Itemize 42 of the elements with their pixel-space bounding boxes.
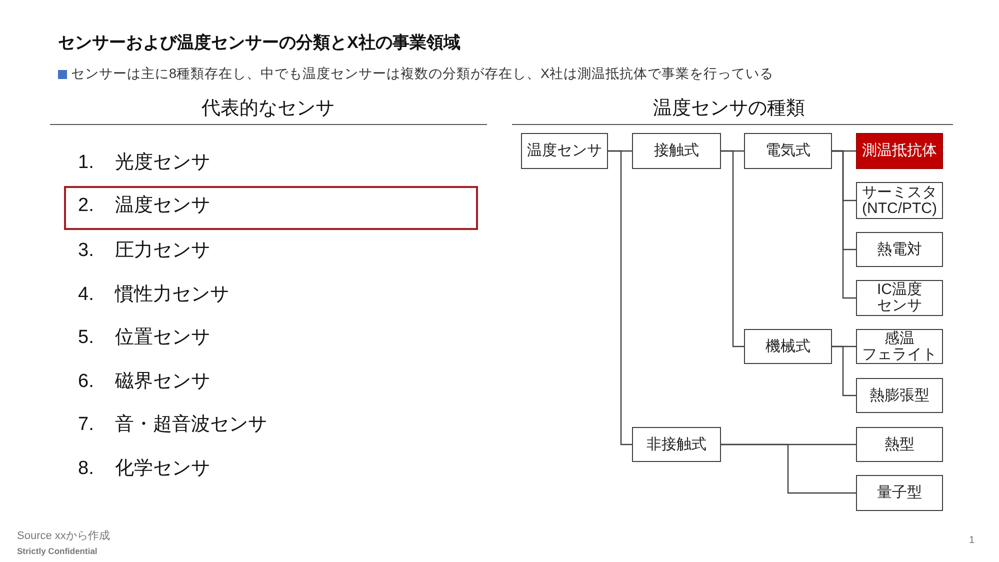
connector-line bbox=[832, 150, 856, 299]
category-box: 感温フェライト bbox=[856, 329, 943, 364]
list-number: 4. bbox=[78, 283, 94, 307]
category-box: 接触式 bbox=[632, 133, 721, 169]
summary-text: センサーは主に8種類存在し、中でも温度センサーは複数の分類が存在し、X社は測温抵抗体で事業を行っている bbox=[71, 65, 774, 82]
category-box: 量子型 bbox=[856, 475, 943, 511]
connector-line bbox=[832, 346, 856, 396]
list-item-text: 慣性力センサ bbox=[115, 283, 229, 307]
list-number: 8. bbox=[78, 457, 94, 481]
source-note: Source xxから作成 bbox=[17, 529, 110, 543]
list-number: 7. bbox=[78, 413, 94, 437]
category-box: 熱膨張型 bbox=[856, 378, 943, 413]
connector-line bbox=[721, 444, 856, 494]
category-box: 非接触式 bbox=[632, 427, 721, 462]
category-box: 電気式 bbox=[744, 133, 832, 169]
section-heading: 温度センサの種類 bbox=[653, 97, 805, 121]
list-number: 1. bbox=[78, 151, 94, 175]
list-item-text: 位置センサ bbox=[115, 326, 210, 350]
list-number: 5. bbox=[78, 326, 94, 350]
list-item-text: 温度センサ bbox=[115, 194, 210, 218]
connector-line bbox=[608, 150, 632, 446]
category-box: IC温度センサ bbox=[856, 280, 943, 316]
confidentiality-note: Strictly Confidential bbox=[17, 546, 98, 557]
page-number: 1 bbox=[969, 534, 975, 547]
category-box: サーミスタ(NTC/PTC) bbox=[856, 182, 943, 219]
list-item-text: 圧力センサ bbox=[115, 239, 210, 263]
category-box: 機械式 bbox=[744, 329, 832, 364]
list-item-text: 磁界センサ bbox=[115, 370, 210, 394]
list-number: 6. bbox=[78, 370, 94, 394]
category-box: 温度センサ bbox=[521, 133, 608, 169]
category-box: 熱電対 bbox=[856, 232, 943, 267]
list-number: 3. bbox=[78, 239, 94, 263]
highlight-box bbox=[64, 186, 478, 230]
category-box: 熱型 bbox=[856, 427, 943, 462]
section-heading: 代表的なセンサ bbox=[202, 97, 334, 121]
category-box: 測温抵抗体 bbox=[856, 133, 943, 169]
list-item-text: 音・超音波センサ bbox=[115, 413, 267, 437]
list-item-text: 化学センサ bbox=[115, 457, 210, 481]
list-item-text: 光度センサ bbox=[115, 151, 210, 175]
connector-line bbox=[721, 150, 744, 348]
slide-title: センサーおよび温度センサーの分類とX社の事業領域 bbox=[58, 32, 460, 54]
list-number: 2. bbox=[78, 194, 94, 218]
